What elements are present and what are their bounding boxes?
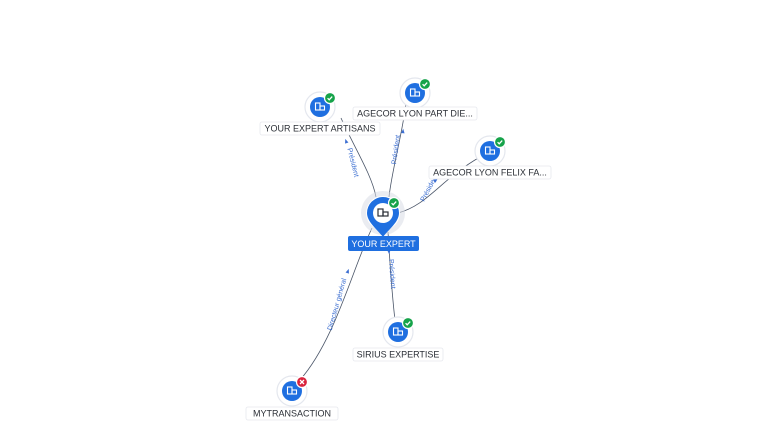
relationship-edge[interactable]: Président bbox=[397, 156, 481, 214]
edge-label: Directeur général bbox=[327, 277, 349, 331]
edge-line bbox=[397, 156, 481, 214]
center-node[interactable]: YOUR EXPERT bbox=[348, 191, 419, 251]
active-check-icon bbox=[418, 77, 432, 91]
inactive-cross-icon bbox=[295, 375, 309, 389]
building-icon bbox=[377, 208, 389, 217]
company-node-artisans[interactable]: YOUR EXPERT ARTISANS bbox=[259, 91, 381, 136]
building-icon bbox=[484, 146, 496, 155]
node-label-box bbox=[428, 165, 552, 180]
company-node-mytransaction[interactable]: MYTRANSACTION bbox=[245, 375, 339, 421]
node-label: MYTRANSACTION bbox=[253, 409, 331, 419]
active-check-icon bbox=[493, 135, 507, 149]
node-label-box bbox=[352, 106, 478, 121]
company-node-felixfa[interactable]: AGECOR LYON FELIX FA... bbox=[428, 135, 552, 180]
center-label-box bbox=[348, 236, 419, 251]
building-icon bbox=[392, 327, 404, 336]
company-node-partdieu[interactable]: AGECOR LYON PART DIE... bbox=[352, 77, 478, 121]
edge-label: Président bbox=[391, 135, 402, 165]
building-icon bbox=[286, 386, 298, 395]
building-icon bbox=[409, 88, 421, 97]
edge-arrow-icon bbox=[345, 138, 349, 144]
node-label-box bbox=[245, 406, 339, 421]
active-check-icon bbox=[401, 316, 415, 330]
company-node-sirius[interactable]: SIRIUS EXPERTISE bbox=[352, 316, 444, 362]
edge-arrow-icon bbox=[433, 178, 438, 183]
node-label: YOUR EXPERT ARTISANS bbox=[264, 124, 375, 134]
active-check-icon bbox=[323, 91, 337, 105]
center-label: YOUR EXPERT bbox=[351, 239, 416, 249]
node-label: AGECOR LYON PART DIE... bbox=[357, 109, 473, 119]
active-check-icon bbox=[387, 196, 401, 210]
node-label: SIRIUS EXPERTISE bbox=[357, 350, 440, 360]
node-label-box bbox=[259, 121, 381, 136]
edge-arrow-icon bbox=[400, 128, 405, 134]
node-label-box bbox=[352, 347, 444, 362]
building-icon bbox=[314, 102, 326, 111]
edge-label: Président bbox=[387, 259, 396, 289]
edge-arrow-icon bbox=[345, 268, 349, 274]
node-label: AGECOR LYON FELIX FA... bbox=[433, 168, 547, 178]
nodes-layer: YOUR EXPERT ARTISANS AGECOR LYON PART DIE… bbox=[245, 77, 552, 421]
